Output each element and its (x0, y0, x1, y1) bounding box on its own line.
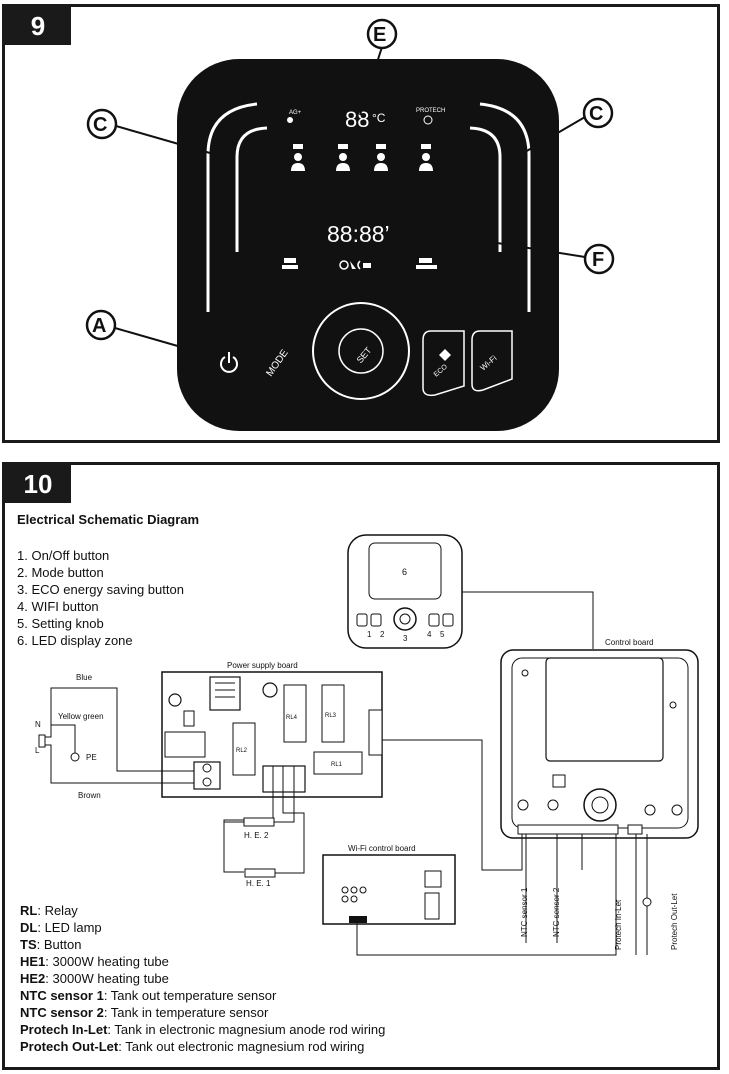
protech-icon (423, 115, 433, 125)
temperature-unit: °C (372, 111, 386, 125)
callout-c-right (582, 97, 614, 129)
legend-item: 4. WIFI button (17, 599, 99, 614)
control-panel-illustration: AG+ 88 °C PROTECH 88:88’ (85, 18, 615, 431)
svg-text:RL3: RL3 (325, 713, 337, 719)
abbreviation-item: Protech Out-Let: Tank out electronic mag… (20, 1039, 365, 1054)
relay-rl2 (232, 722, 256, 776)
wifi-button[interactable] (471, 330, 513, 392)
svg-text:H. E. 2: H. E. 2 (244, 831, 269, 840)
shower-person-icon (336, 144, 350, 171)
svg-text:PE: PE (86, 753, 97, 762)
shower-person-icon (291, 144, 305, 171)
heating-terminal-block (262, 765, 306, 793)
remote-knob (393, 607, 417, 631)
abbreviation-item: RL: Relay (20, 903, 78, 918)
svg-text:RL4: RL4 (286, 715, 298, 721)
svg-text:L: L (35, 746, 40, 755)
svg-text:A: A (92, 315, 106, 337)
wifi-control-board (322, 854, 456, 925)
left-inner-light-bar (235, 126, 268, 252)
shower-person-icon (419, 144, 433, 171)
legend-item: 5. Setting knob (17, 616, 104, 631)
svg-text:H. E. 1: H. E. 1 (246, 879, 271, 888)
protech-outlet-label: Protech Out-Let (670, 893, 679, 950)
svg-text:C: C (93, 114, 107, 136)
abbreviation-item: HE2: 3000W heating tube (20, 971, 169, 986)
svg-text:RL1: RL1 (331, 762, 343, 768)
right-inner-light-bar (469, 126, 502, 252)
ntc-sensor-2-label: NTC sensor 2 (552, 887, 561, 937)
relay-rl3 (321, 684, 345, 743)
svg-text:F: F (592, 249, 604, 271)
right-outer-light-bar (479, 102, 531, 312)
transformer (209, 676, 241, 711)
legend-item: 1. On/Off button (17, 548, 110, 563)
ag-label: AG+ (289, 110, 302, 116)
remote-button-number: 3 (403, 634, 408, 643)
timer-readout: 88:88’ (327, 221, 390, 247)
power-supply-board-label: Power supply board (227, 661, 298, 670)
control-board-label: Control board (605, 638, 653, 647)
power-button[interactable] (220, 352, 238, 373)
protech-ground-symbol (642, 897, 652, 907)
abbreviation-item: NTC sensor 2: Tank in temperature sensor (20, 1005, 269, 1020)
component-legend: 1. On/Off button 2. Mode button 3. ECO e… (17, 547, 184, 649)
abbreviation-item: TS: Button (20, 937, 82, 952)
protech-inlet-label: Protech In-Let (614, 899, 623, 950)
schematic-diagram: 6 1 2 3 4 5 Control board Power supply b… (35, 534, 699, 956)
svg-text:RL2: RL2 (236, 748, 248, 754)
heating-element-1 (244, 868, 276, 878)
schematic-title: Electrical Schematic Diagram (17, 512, 200, 527)
section-10-panel: 10 Electrical Schematic Diagram 1. On/Of… (2, 462, 720, 1070)
heating-element-2 (243, 817, 275, 827)
section-10-number: 10 (5, 465, 71, 503)
relay-rl4 (283, 684, 307, 743)
section-9-panel: 9 AG+ 88 °C PROTECH 88:88’ (2, 4, 720, 443)
remote-button-number: 5 (440, 630, 445, 639)
svg-text:6: 6 (402, 567, 407, 577)
remote-button-number: 2 (380, 630, 385, 639)
remote-button-number: 4 (427, 630, 432, 639)
temperature-readout: 88 (345, 107, 369, 132)
protech-label: PROTECH (416, 108, 445, 114)
leaf-icon (439, 349, 451, 361)
power-terminal-block (193, 761, 221, 790)
svg-text:Yellow green: Yellow green (58, 712, 104, 721)
section-9-number: 9 (5, 7, 71, 45)
eco-button[interactable] (422, 330, 465, 397)
legend-item: 3. ECO energy saving button (17, 582, 184, 597)
led-display-zone (368, 542, 442, 600)
abbreviation-item: DL: LED lamp (20, 920, 102, 935)
legend-item: 6. LED display zone (17, 633, 133, 648)
callout-f (583, 243, 615, 275)
ag-icon (287, 117, 293, 123)
set-knob[interactable] (312, 302, 410, 400)
ground-pe-symbol (70, 752, 80, 762)
abbreviation-item: NTC sensor 1: Tank out temperature senso… (20, 988, 277, 1003)
relay-rl1 (313, 751, 363, 775)
remote-button-number: 1 (367, 630, 372, 639)
svg-text:N: N (35, 720, 41, 729)
abbreviation-item: HE1: 3000W heating tube (20, 954, 169, 969)
svg-text:Brown: Brown (78, 791, 101, 800)
svg-text:E: E (373, 24, 386, 46)
control-board-display-area (545, 657, 664, 762)
callout-a (85, 309, 117, 341)
heating-mode-icons (282, 258, 437, 270)
wifi-board-label: Wi-Fi control board (348, 844, 416, 853)
callout-e (366, 18, 398, 50)
svg-text:C: C (589, 103, 603, 125)
abbreviation-item: Protech In-Let: Tank in electronic magne… (20, 1022, 386, 1037)
ntc-sensor-1-label: NTC sensor 1 (520, 887, 529, 937)
svg-text:Blue: Blue (76, 673, 93, 682)
callout-c-left (86, 108, 118, 140)
abbreviation-legend: RL: Relay DL: LED lamp TS: Button HE1: 3… (20, 902, 385, 1055)
shower-person-icon (374, 144, 388, 171)
legend-item: 2. Mode button (17, 565, 104, 580)
